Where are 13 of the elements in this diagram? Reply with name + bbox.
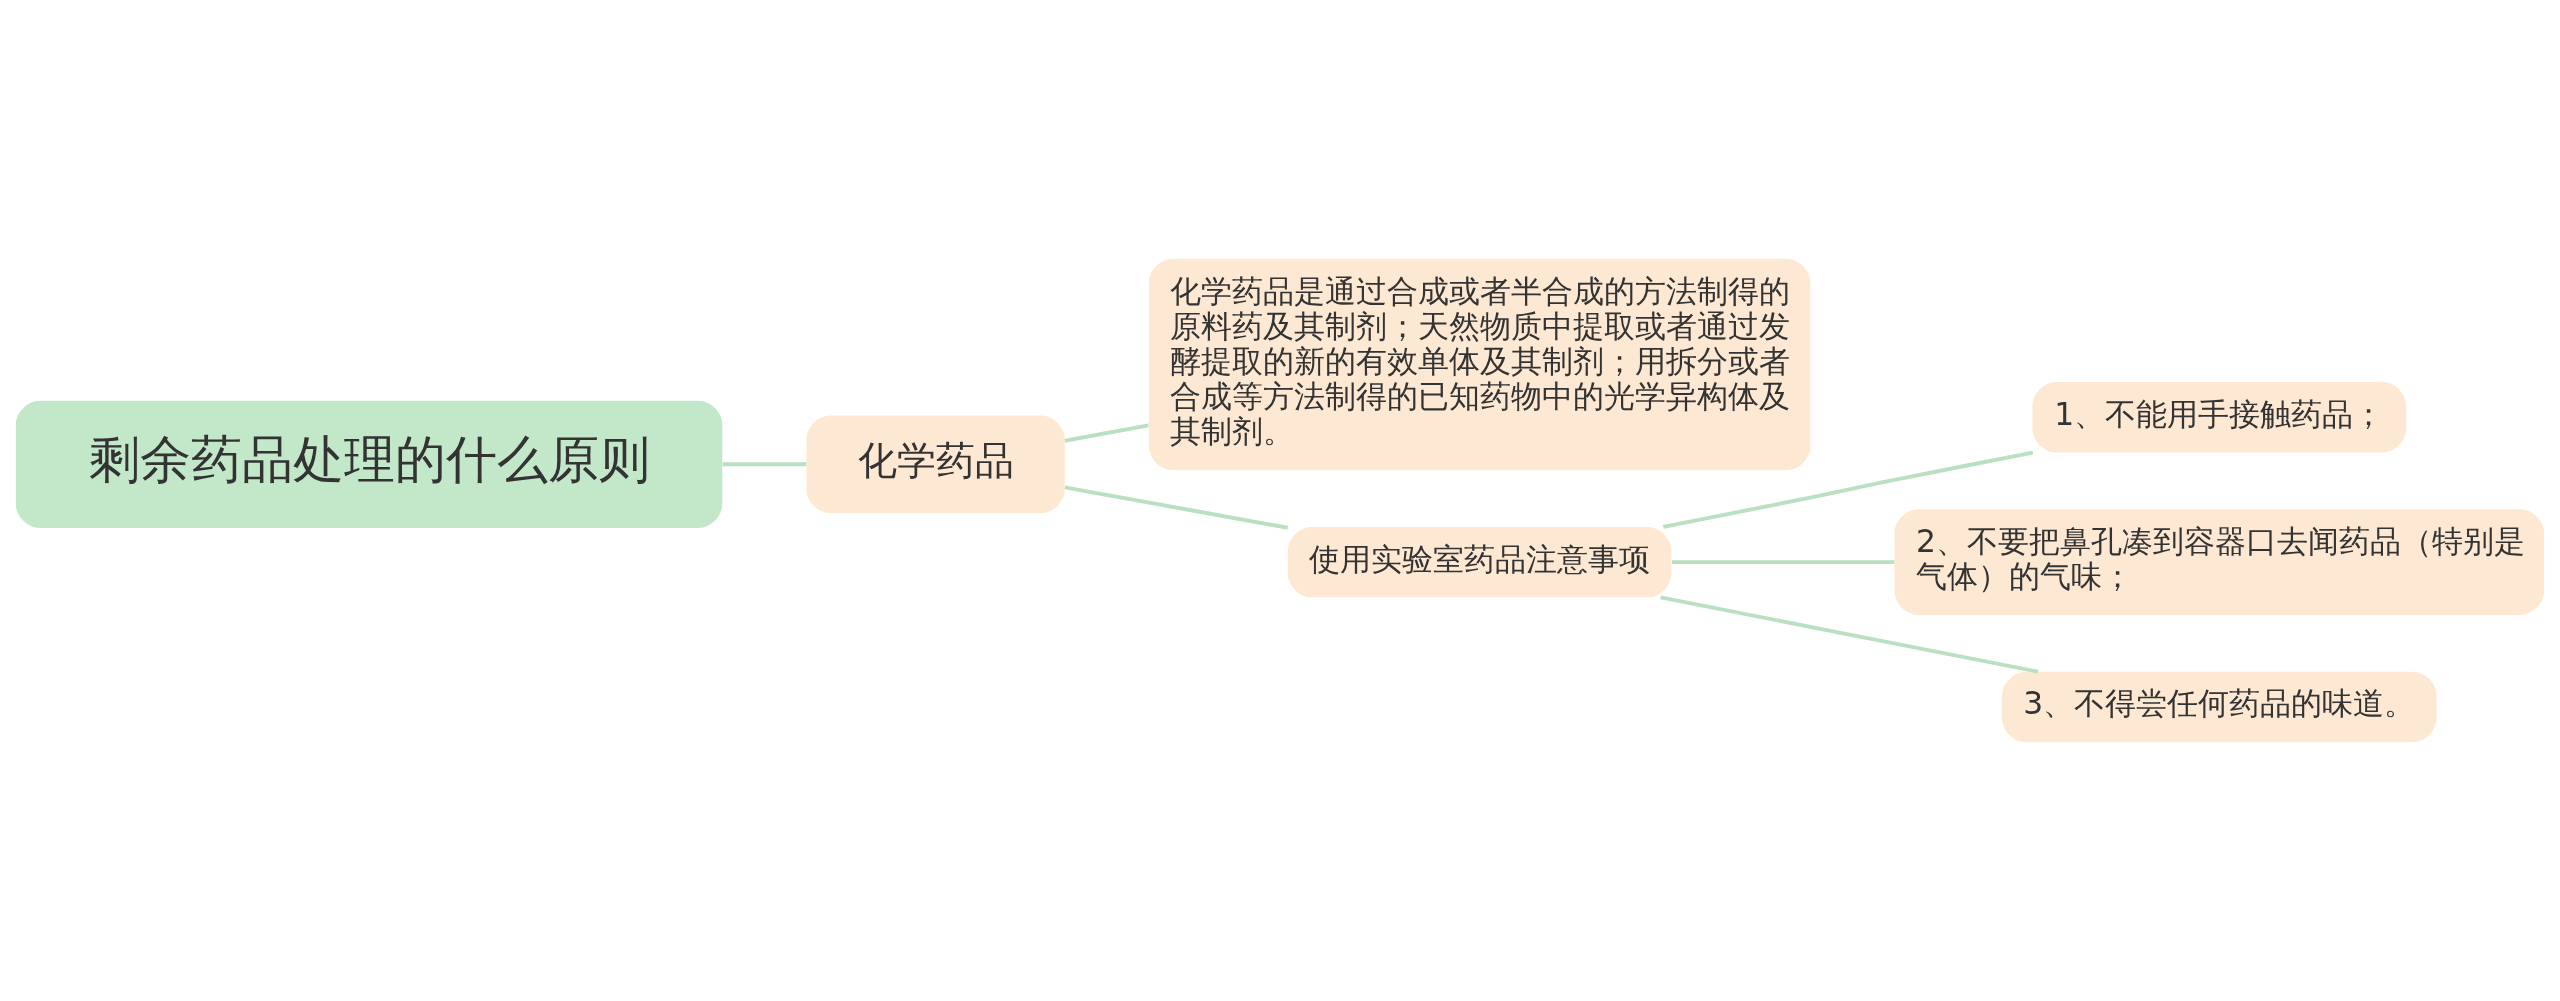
node-box: 2、不要把鼻孔凑到容器口去闻药品（特别是气体）的气味； — [1894, 509, 2545, 615]
node-box: 化学药品 — [806, 415, 1065, 514]
node-box: 3、不得尝任何药品的味道。 — [2002, 671, 2437, 743]
node-box: 剩余药品处理的什么原则 — [15, 400, 723, 528]
connector — [722, 462, 807, 467]
node-box: 1、不能用手接触药品； — [2032, 382, 2407, 453]
connector — [1660, 595, 2039, 674]
node-box: 使用实验室药品注意事项 — [1287, 526, 1672, 598]
connector — [1672, 560, 1895, 565]
node-box: 化学药品是通过合成或者半合成的方法制得的原料药及其制剂；天然物质中提取或者通过发酵提取的新的有效单体及其制剂；用拆分或者合成等方法制得的已知药物中的光学异构体及其制剂。 — [1148, 258, 1811, 471]
connector — [1064, 423, 1149, 443]
connector — [1663, 450, 2034, 529]
connector — [1064, 485, 1289, 530]
